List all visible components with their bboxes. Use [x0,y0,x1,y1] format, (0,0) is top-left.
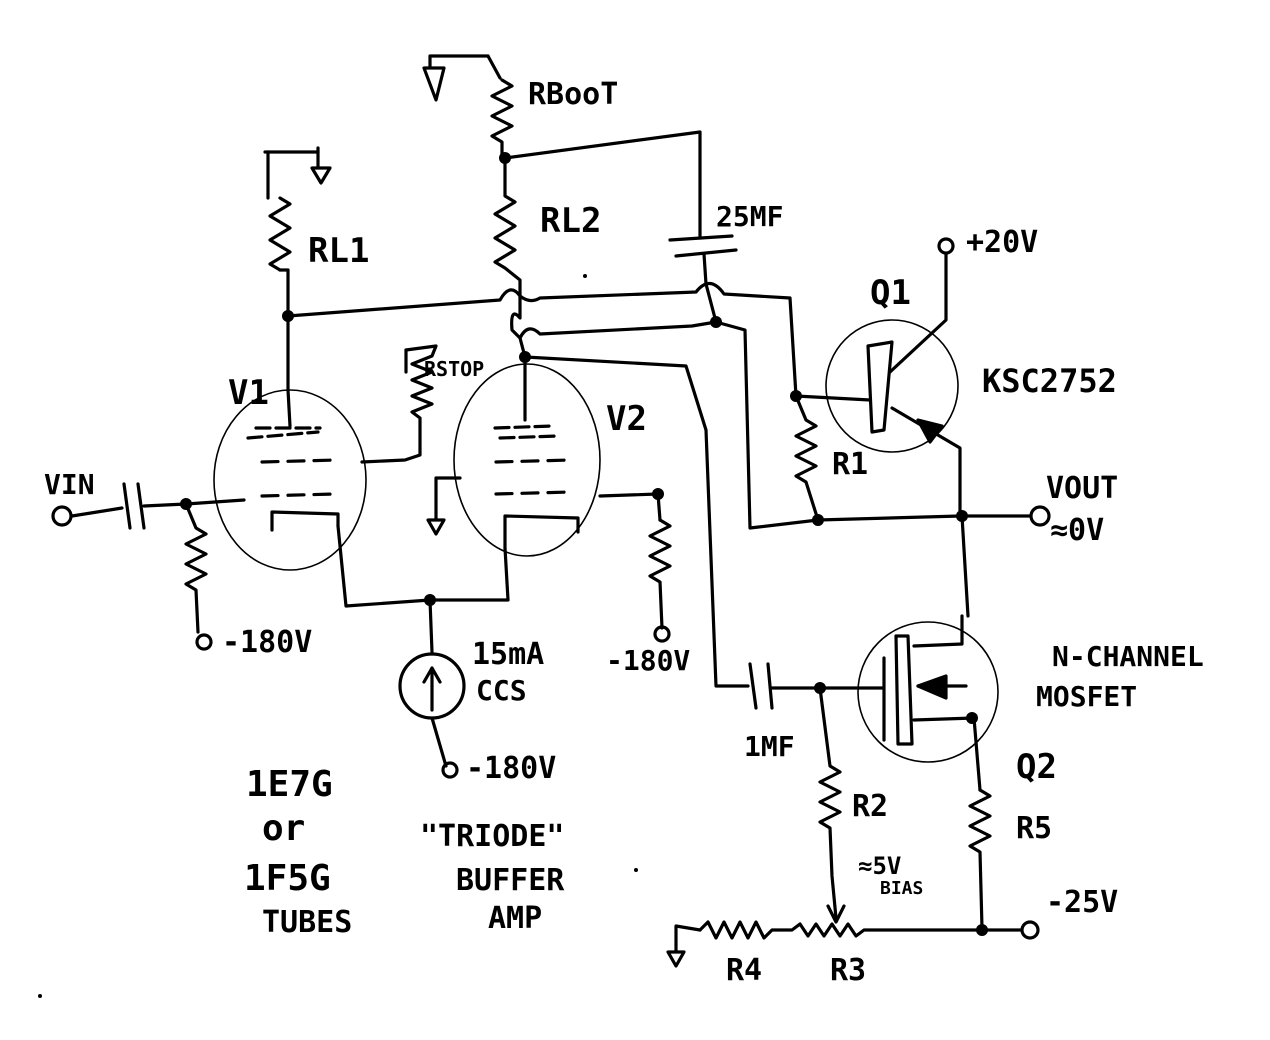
wire-q2-drain [960,514,970,618]
label-rl2: RL2 [540,201,601,241]
wire-to-ccs [428,598,434,654]
wire-cap-to-vout [704,282,820,530]
wire-rl1-bottom [278,268,290,318]
label-bias-voltage: ≈5V [858,852,901,880]
node-v2-grid [652,488,664,500]
ink-speck [38,994,42,998]
wire-v2-grid [598,492,662,522]
note-tube-line1: 1E7G [246,764,333,805]
wire-ccs-bottom [430,716,448,768]
label-ccs: CCS [476,674,527,707]
label-q1-part: KSC2752 [982,362,1117,400]
capacitor-input [122,482,146,530]
resistor-rstop [360,344,438,464]
terminal-ccs [441,761,459,779]
wire-v1-anode [286,388,292,428]
wire-input-grid [142,498,246,508]
label-r4: R4 [726,953,762,988]
resistor-rl2 [493,156,522,298]
terminal-plus-20v [937,237,955,255]
label-q2: Q2 [1016,747,1057,787]
wire-bootstrap [503,130,702,240]
label-plus-20v: +20V [966,225,1038,260]
label-q1: Q1 [870,273,911,313]
wire-v2-plate [518,336,527,422]
label-minus-25v: -25V [1046,885,1118,920]
note-buffer-line1: "TRIODE" [420,819,565,854]
label-r5: R5 [1016,811,1052,846]
terminal-vin [51,505,73,527]
label-vout: VOUT [1046,471,1118,506]
ink-speck [634,868,638,872]
label-minus-180v-ccs: -180V [466,751,556,786]
note-buffer-line3: AMP [488,901,542,936]
label-n-channel: N-CHANNEL [1052,640,1204,673]
transistor-q1 [825,252,962,514]
wire-v2-to-1mf [523,355,750,688]
resistor-v2-grid [648,518,672,630]
note-tube-line3: 1F5G [244,858,331,899]
resistor-rl1 [268,196,292,272]
terminal-minus-25v [1020,920,1040,940]
wiper-arrow-r3 [826,904,846,924]
capacitor-1mf [748,662,774,710]
terminal-vout [1029,505,1051,527]
wire-output [816,514,1032,522]
resistor-r4-r3 [698,920,984,940]
label-mosfet: MOSFET [1036,680,1137,713]
label-minus-180v-grid: -180V [606,644,690,677]
terminal-input-bias [195,633,213,651]
resistor-r2 [818,686,842,920]
label-v2: V2 [606,399,647,439]
resistor-input [184,502,208,634]
node-q2-source [966,712,978,724]
wire-rboot-top [486,54,502,80]
label-r3: R3 [830,953,866,988]
wire-q1-base [794,394,872,402]
label-ccs-current: 15mA [472,637,544,672]
wire-vin [70,506,124,518]
label-minus-180v-input: -180V [222,625,312,660]
label-r1: R1 [832,447,868,482]
note-buffer-line2: BUFFER [456,863,565,898]
wire-cathodes [336,524,510,608]
capacitor-25mf [668,234,738,286]
label-v1: V1 [228,373,269,413]
resistor-r1 [794,394,820,522]
wire-rl2-bus [510,294,718,340]
label-vout-level: ≈0V [1050,513,1104,548]
terminal-v2-grid [653,625,671,643]
note-tube-line2: or [262,808,305,849]
resistor-rboot [490,78,514,160]
tube-v2 [453,363,601,557]
label-rstop: RSTOP [424,357,484,381]
ground-symbol-rl1 [263,146,332,185]
label-vin: VIN [44,468,95,501]
ground-symbol-rboot [422,54,490,102]
label-cap-1mf: 1MF [744,730,795,763]
label-rboot: RBooT [528,77,618,112]
label-bias: BIAS [880,878,923,899]
current-source-ccs [398,652,466,720]
label-r2: R2 [852,789,888,824]
note-tube-line4: TUBES [262,905,352,940]
ink-speck [583,274,587,278]
wire-plate-bus [286,281,798,398]
ground-symbol-r4 [666,924,702,968]
transistor-q2-mosfet [857,614,999,792]
tube-v1 [213,389,367,571]
label-cap-25mf: 25MF [716,200,783,233]
ground-symbol-v2-grid [426,476,462,536]
label-rl1: RL1 [308,231,369,271]
resistor-r5 [968,788,992,930]
